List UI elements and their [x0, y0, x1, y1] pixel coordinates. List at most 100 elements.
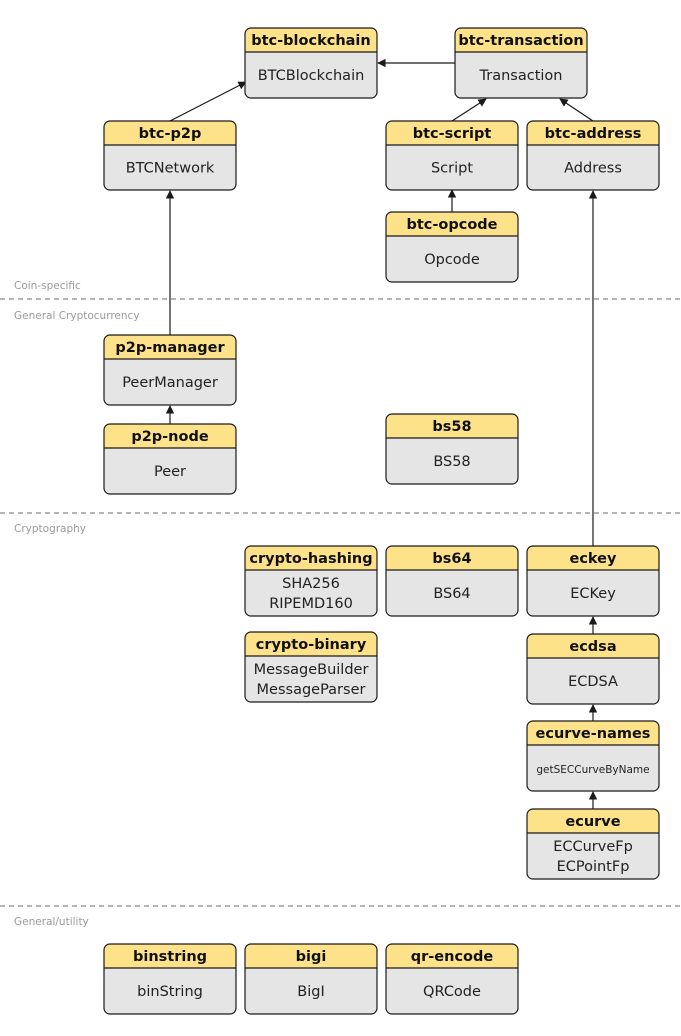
dependency-arrow-btc-script-to-btc-transaction: [451, 98, 487, 122]
module-class-name: ECCurveFp: [553, 839, 633, 855]
section-label-cryptography: Cryptography: [14, 523, 86, 535]
module-class-name: getSECCurveByName: [536, 764, 649, 776]
module-header: [104, 944, 236, 968]
module-header: [104, 424, 236, 448]
module-outline: [244, 27, 378, 99]
module-outline: [103, 943, 237, 1015]
dependency-arrow-btc-p2p-to-btc-blockchain: [169, 81, 247, 122]
module-outline: [103, 423, 237, 495]
module-class-name: Address: [564, 161, 622, 177]
module-class-name: Opcode: [424, 252, 480, 268]
module-title: btc-script: [413, 126, 492, 142]
dependency-arrow-btc-address-to-btc-transaction: [559, 98, 594, 122]
module-class-name: ECPointFp: [557, 859, 630, 875]
module-title: ecdsa: [569, 639, 616, 655]
module-header: [386, 944, 518, 968]
module-title: btc-transaction: [458, 33, 583, 49]
module-class-name: RIPEMD160: [269, 596, 353, 612]
module-title: binstring: [133, 949, 207, 965]
module-class-name: MessageParser: [257, 682, 366, 698]
module-class-name: BTCBlockchain: [258, 68, 365, 84]
module-header: [527, 546, 659, 570]
module-title: btc-p2p: [139, 126, 202, 142]
module-header: [527, 634, 659, 658]
module-header: [527, 721, 659, 745]
module-outline: [385, 943, 519, 1015]
module-class-name: Transaction: [479, 68, 563, 84]
module-outline: [454, 27, 588, 99]
module-title: bs64: [432, 551, 471, 567]
module-header: [527, 809, 659, 833]
section-label-general-cryptocurrency: General Cryptocurrency: [14, 310, 140, 322]
module-outline: [244, 943, 378, 1015]
module-class-name: BS64: [433, 586, 470, 602]
module-class-name: binString: [137, 984, 203, 1000]
module-header: [386, 121, 518, 145]
module-outline: [244, 545, 378, 617]
module-class-name: BTCNetwork: [126, 161, 215, 177]
module-title: ecurve-names: [536, 726, 651, 742]
section-label-coin-specific: Coin-specific: [14, 280, 81, 292]
module-title: qr-encode: [411, 949, 494, 965]
module-outline: [526, 545, 660, 617]
module-header: [104, 121, 236, 145]
module-class-name: ECDSA: [568, 674, 618, 690]
module-outline: [526, 720, 660, 792]
module-outline: [244, 631, 378, 703]
module-title: crypto-hashing: [249, 551, 372, 567]
module-header: [455, 28, 587, 52]
module-title: btc-blockchain: [251, 33, 370, 49]
module-title: btc-opcode: [406, 217, 497, 233]
module-header: [245, 28, 377, 52]
module-class-name: BigI: [297, 984, 324, 1000]
module-class-name: QRCode: [423, 984, 481, 1000]
section-label-general-utility: General/utility: [14, 916, 89, 928]
module-class-name: PeerManager: [122, 375, 218, 391]
module-class-name: Script: [431, 161, 473, 177]
module-binstring: binstring binString: [103, 943, 237, 1015]
module-header: [245, 632, 377, 656]
module-title: ecurve: [565, 814, 620, 830]
module-title: p2p-node: [131, 429, 209, 445]
module-ecurve-names: ecurve-names getSECCurveByName: [526, 720, 660, 792]
module-class-name: SHA256: [282, 576, 340, 592]
module-outline: [385, 545, 519, 617]
module-class-name: MessageBuilder: [254, 662, 369, 678]
module-title: eckey: [570, 551, 618, 567]
module-outline: [526, 120, 660, 191]
module-outline: [526, 808, 660, 880]
module-header: [245, 944, 377, 968]
module-header: [527, 121, 659, 145]
module-header: [386, 414, 518, 438]
module-outline: [385, 413, 519, 485]
module-class-name: Peer: [154, 464, 186, 480]
module-title: bs58: [432, 419, 471, 435]
module-class-name: BS58: [433, 454, 470, 470]
module-title: crypto-binary: [256, 637, 367, 653]
module-header: [104, 335, 236, 359]
module-outline: [385, 211, 519, 283]
module-outline: [526, 633, 660, 705]
module-header: [245, 546, 377, 570]
module-outline: [385, 120, 519, 191]
module-outline: [103, 120, 237, 191]
module-class-name: ECKey: [570, 586, 616, 602]
module-header: [386, 546, 518, 570]
